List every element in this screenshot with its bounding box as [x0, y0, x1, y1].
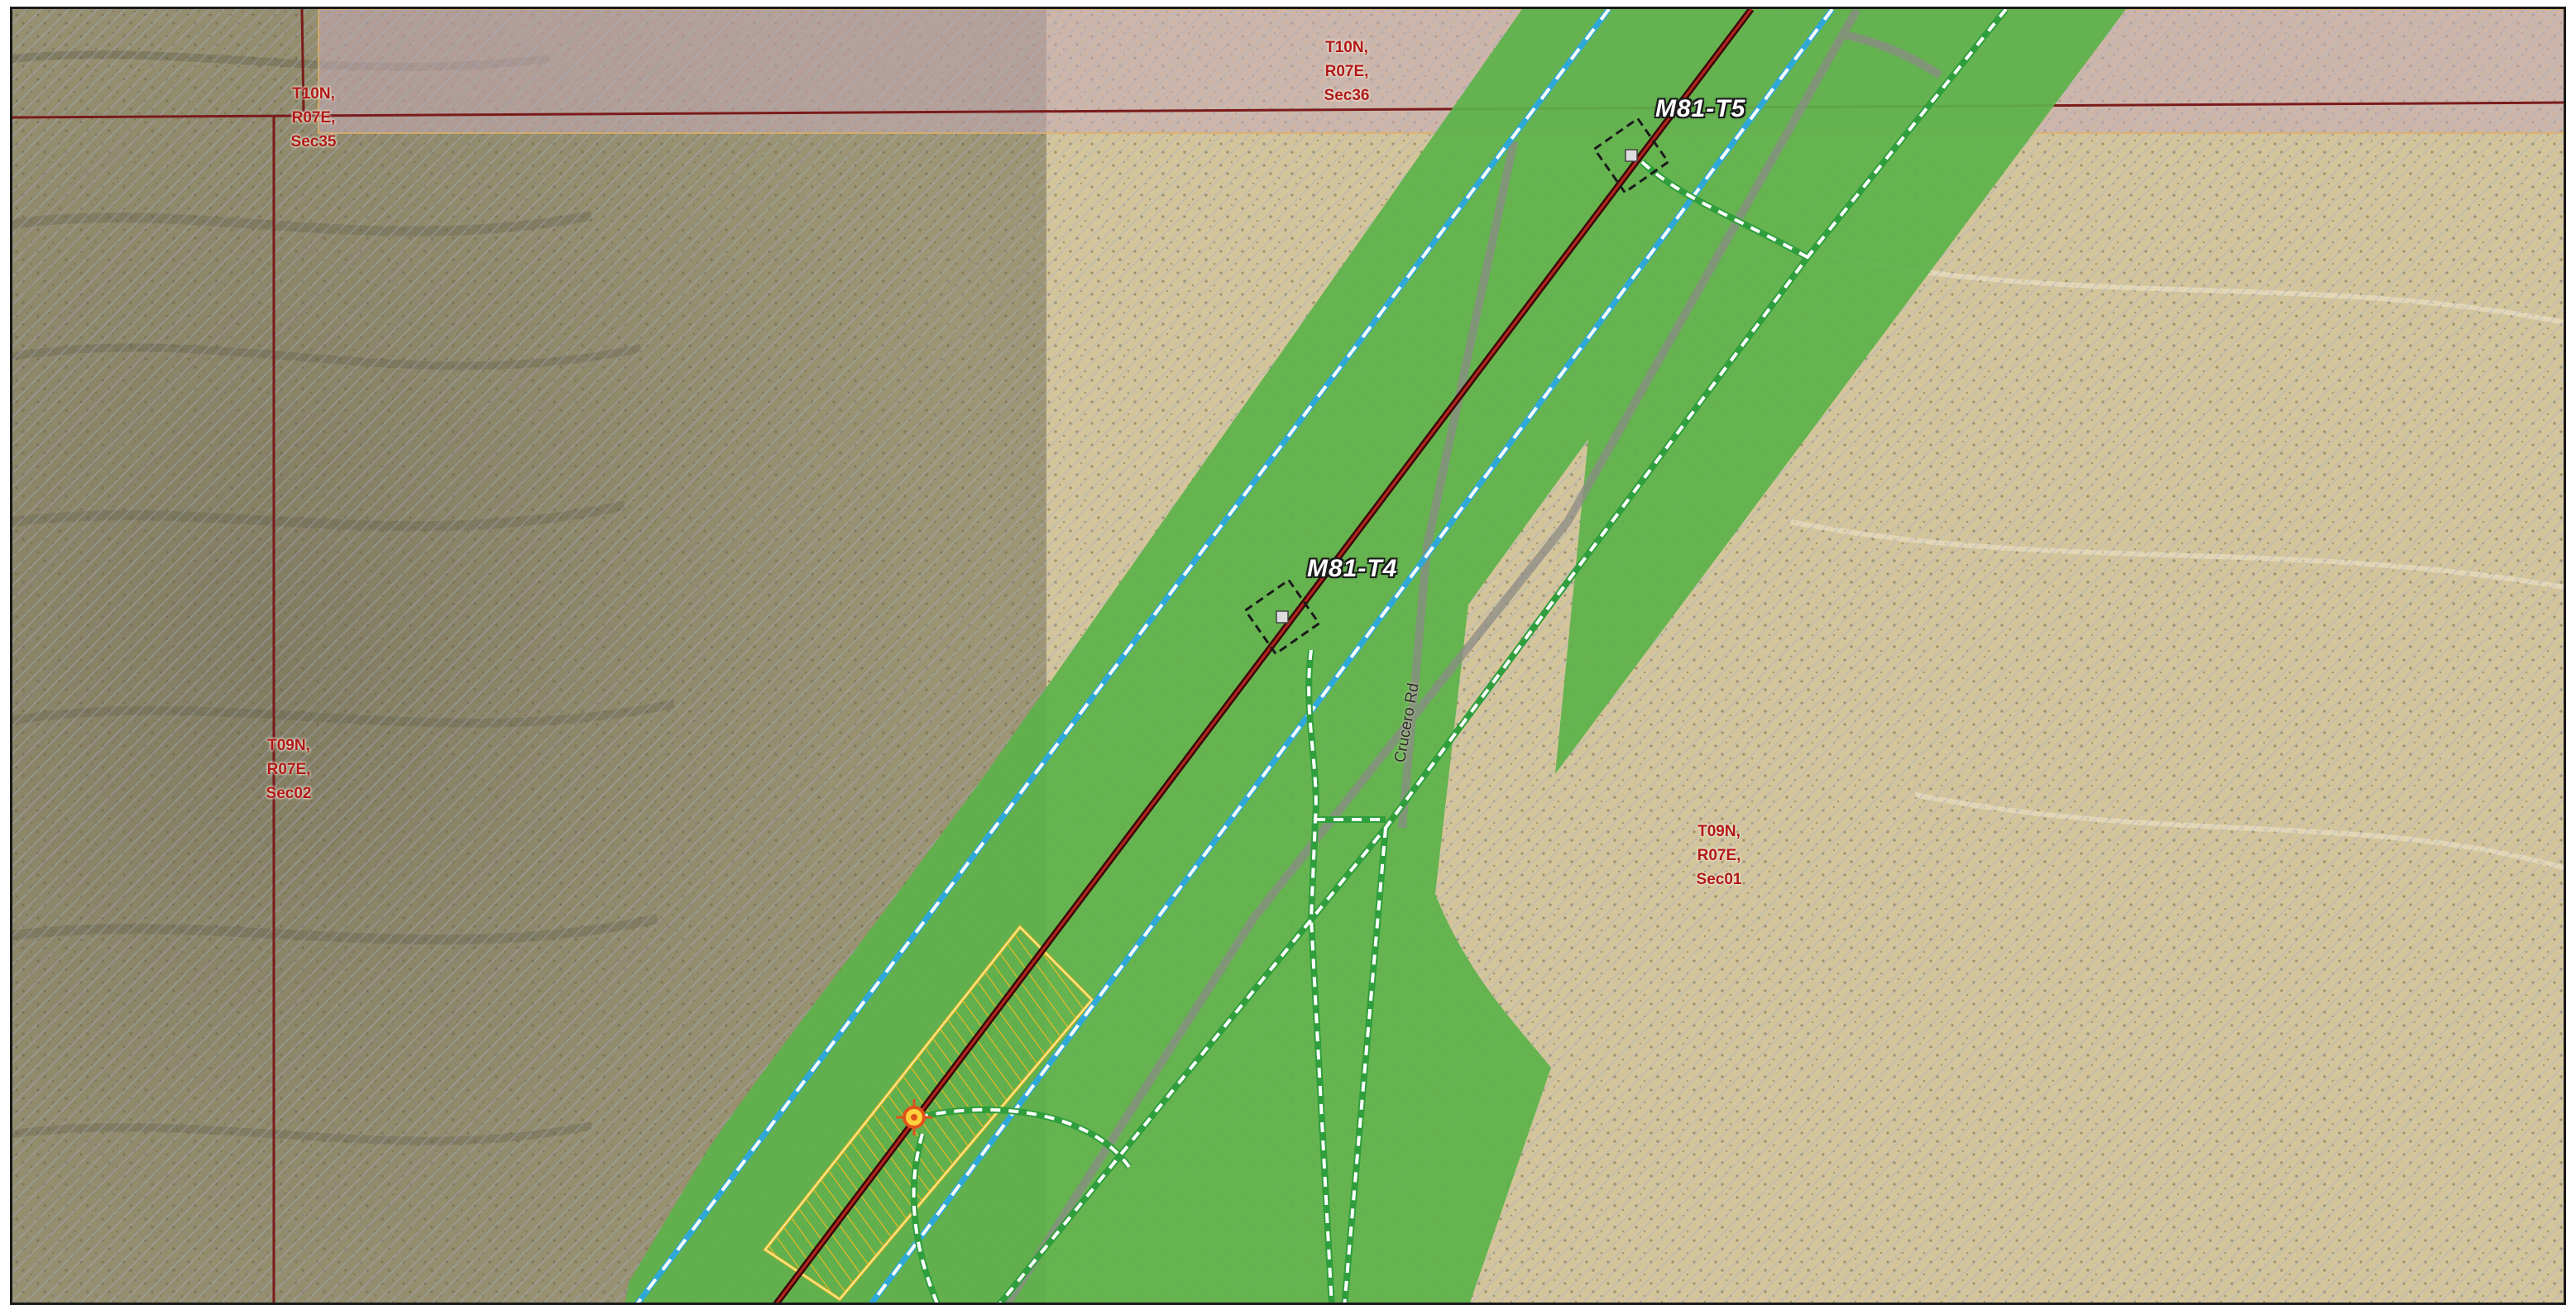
tower-icon	[1276, 610, 1289, 624]
existing-roads	[1003, 9, 1942, 1303]
section-line-upper	[12, 101, 2564, 119]
tower-m81-t4[interactable]	[1243, 578, 1321, 656]
row-boundaries	[634, 9, 1835, 1303]
section-boundaries	[12, 9, 2564, 1303]
map-canvas[interactable]	[12, 9, 2566, 1305]
tower-m81-t5[interactable]	[1592, 117, 1670, 194]
section-line-vertical-sec35	[300, 9, 305, 112]
transmission-line	[773, 9, 1755, 1303]
map-frame[interactable]: T10N, R07E, Sec35 T10N, R07E, Sec36 T09N…	[10, 7, 2566, 1305]
work-point-marker[interactable]	[896, 1099, 932, 1135]
access-roads	[910, 9, 2009, 1303]
tower-icon	[1625, 149, 1638, 162]
